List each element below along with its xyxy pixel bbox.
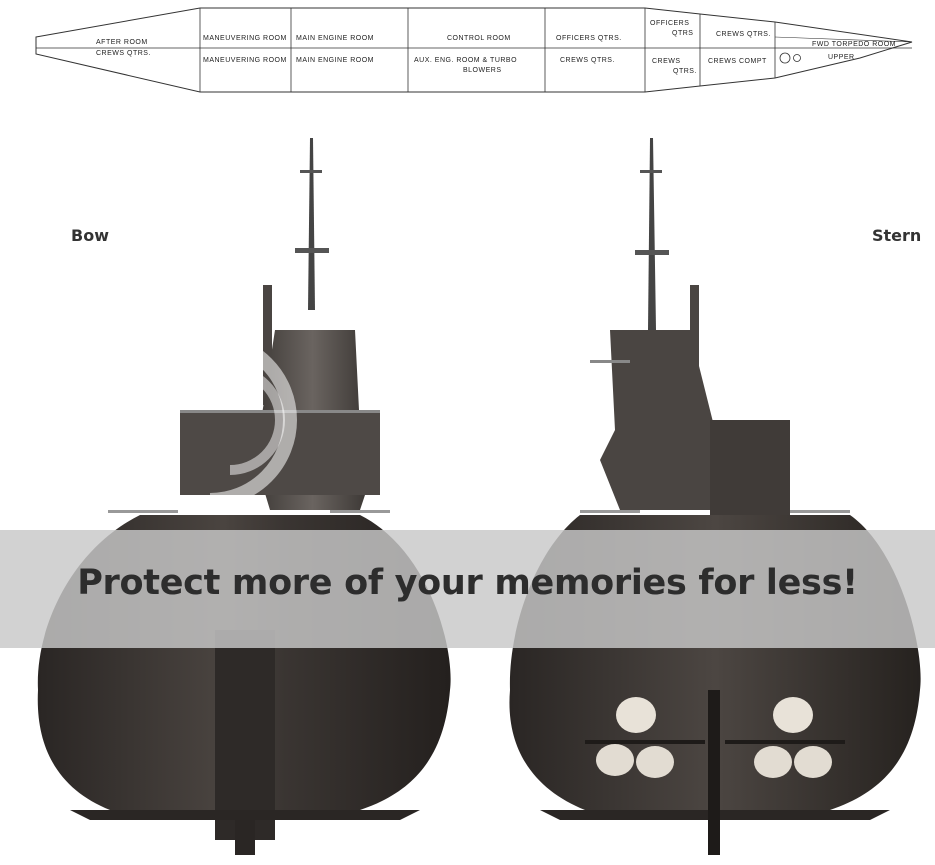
rudder (708, 690, 720, 855)
compartment-plan: AFTER ROOM CREWS QTRS. MANEUVERING ROOM … (35, 7, 913, 93)
propeller-stbd-upper (773, 697, 813, 733)
radar-antenna (635, 250, 669, 255)
mast (648, 138, 656, 330)
label-main-engine-lower: MAIN ENGINE ROOM (296, 57, 374, 64)
bow-view-illustration (37, 138, 451, 855)
bow-plane-right (255, 810, 420, 820)
stern-fin-right (720, 810, 890, 820)
bridge-rail (180, 410, 380, 413)
bow-plane-left (70, 810, 235, 820)
label-aux-eng-room: AUX. ENG. ROOM & TURBO (414, 57, 517, 64)
deck-rail-right (790, 510, 850, 513)
label-crews-fwd-b: QTRS. (673, 68, 697, 75)
label-main-engine-upper: MAIN ENGINE ROOM (296, 35, 374, 42)
conning-tower (600, 330, 715, 510)
propeller-port-left (596, 744, 634, 776)
radar-antenna (295, 248, 329, 253)
bow-label: Bow (71, 226, 109, 245)
label-blowers: BLOWERS (463, 67, 502, 74)
propeller-port-upper (616, 697, 656, 733)
hull-outline (35, 7, 913, 93)
label-crews-qtrs-after: CREWS QTRS. (96, 50, 151, 57)
propeller-stbd-left (754, 746, 792, 778)
label-crews-qtrs-mid: CREWS QTRS. (560, 57, 615, 64)
mast-crossbar (300, 170, 322, 173)
stern-plane-left (585, 740, 705, 744)
bow-stem (215, 630, 275, 840)
label-officers-qtrs-fwd-a: OFFICERS (650, 20, 689, 27)
bridge-deck (180, 410, 380, 495)
label-officers-qtrs-fwd-b: QTRS (672, 30, 693, 37)
label-control-room: CONTROL ROOM (447, 35, 511, 42)
deck-rail-right (330, 510, 390, 513)
propeller-stbd-right (794, 746, 832, 778)
label-crews-fwd-a: CREWS (652, 58, 681, 65)
label-officers-qtrs: OFFICERS QTRS. (556, 35, 622, 42)
after-deck-house (710, 420, 790, 515)
stern-fin-left (540, 810, 708, 820)
label-fwd-torpedo-room: FWD TORPEDO ROOM (812, 41, 896, 48)
label-crews-compt: CREWS COMPT (708, 58, 767, 65)
watermark-banner (0, 530, 935, 648)
torpedo-deck (774, 36, 913, 43)
propeller-port-right (636, 746, 674, 778)
label-maneuvering-lower: MANEUVERING ROOM (203, 57, 287, 64)
keel (235, 810, 255, 855)
stern-view-illustration (509, 138, 921, 855)
label-maneuvering-upper: MANEUVERING ROOM (203, 35, 287, 42)
label-crews-qtrs-fwd: CREWS QTRS. (716, 31, 771, 38)
mast (308, 138, 315, 310)
deck-rail-left (108, 510, 178, 513)
stern-plane-right (725, 740, 845, 744)
deck-rail-left (580, 510, 640, 513)
torpedo-tube (779, 52, 791, 64)
torpedo-tube (793, 54, 801, 62)
label-after-room: AFTER ROOM (96, 39, 148, 46)
stern-label: Stern (872, 226, 922, 245)
label-upper: UPPER (828, 54, 855, 61)
watermark-banner-text: Protect more of your memories for less! (77, 563, 858, 603)
mast-crossbar (640, 170, 662, 173)
bridge-rail (590, 360, 630, 363)
periscope (690, 285, 699, 405)
